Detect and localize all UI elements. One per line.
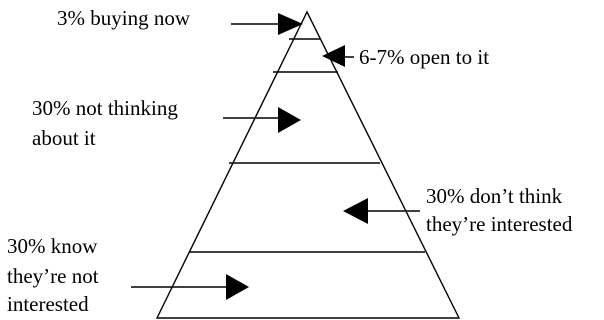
arrow-dont-think [343,198,420,224]
label-know-not-line1: 30% know [7,234,98,258]
label-buying-now: 3% buying now [57,6,191,30]
arrow-know-not [131,274,249,300]
label-not-thinking-line2: about it [32,126,96,150]
label-dont-think-line2: they’re interested [426,212,573,236]
pyramid-outline [155,10,461,319]
label-dont-think-line1: 30% don’t think [426,184,563,208]
arrow-buying-now [231,13,303,35]
label-know-not-line3: interested [7,292,89,316]
label-know-not-line2: they’re not [7,264,99,288]
arrow-open-to-it [322,45,354,67]
label-not-thinking-line1: 30% not thinking [32,96,178,120]
arrow-not-thinking [223,107,301,133]
label-open-to-it: 6-7% open to it [359,45,489,69]
